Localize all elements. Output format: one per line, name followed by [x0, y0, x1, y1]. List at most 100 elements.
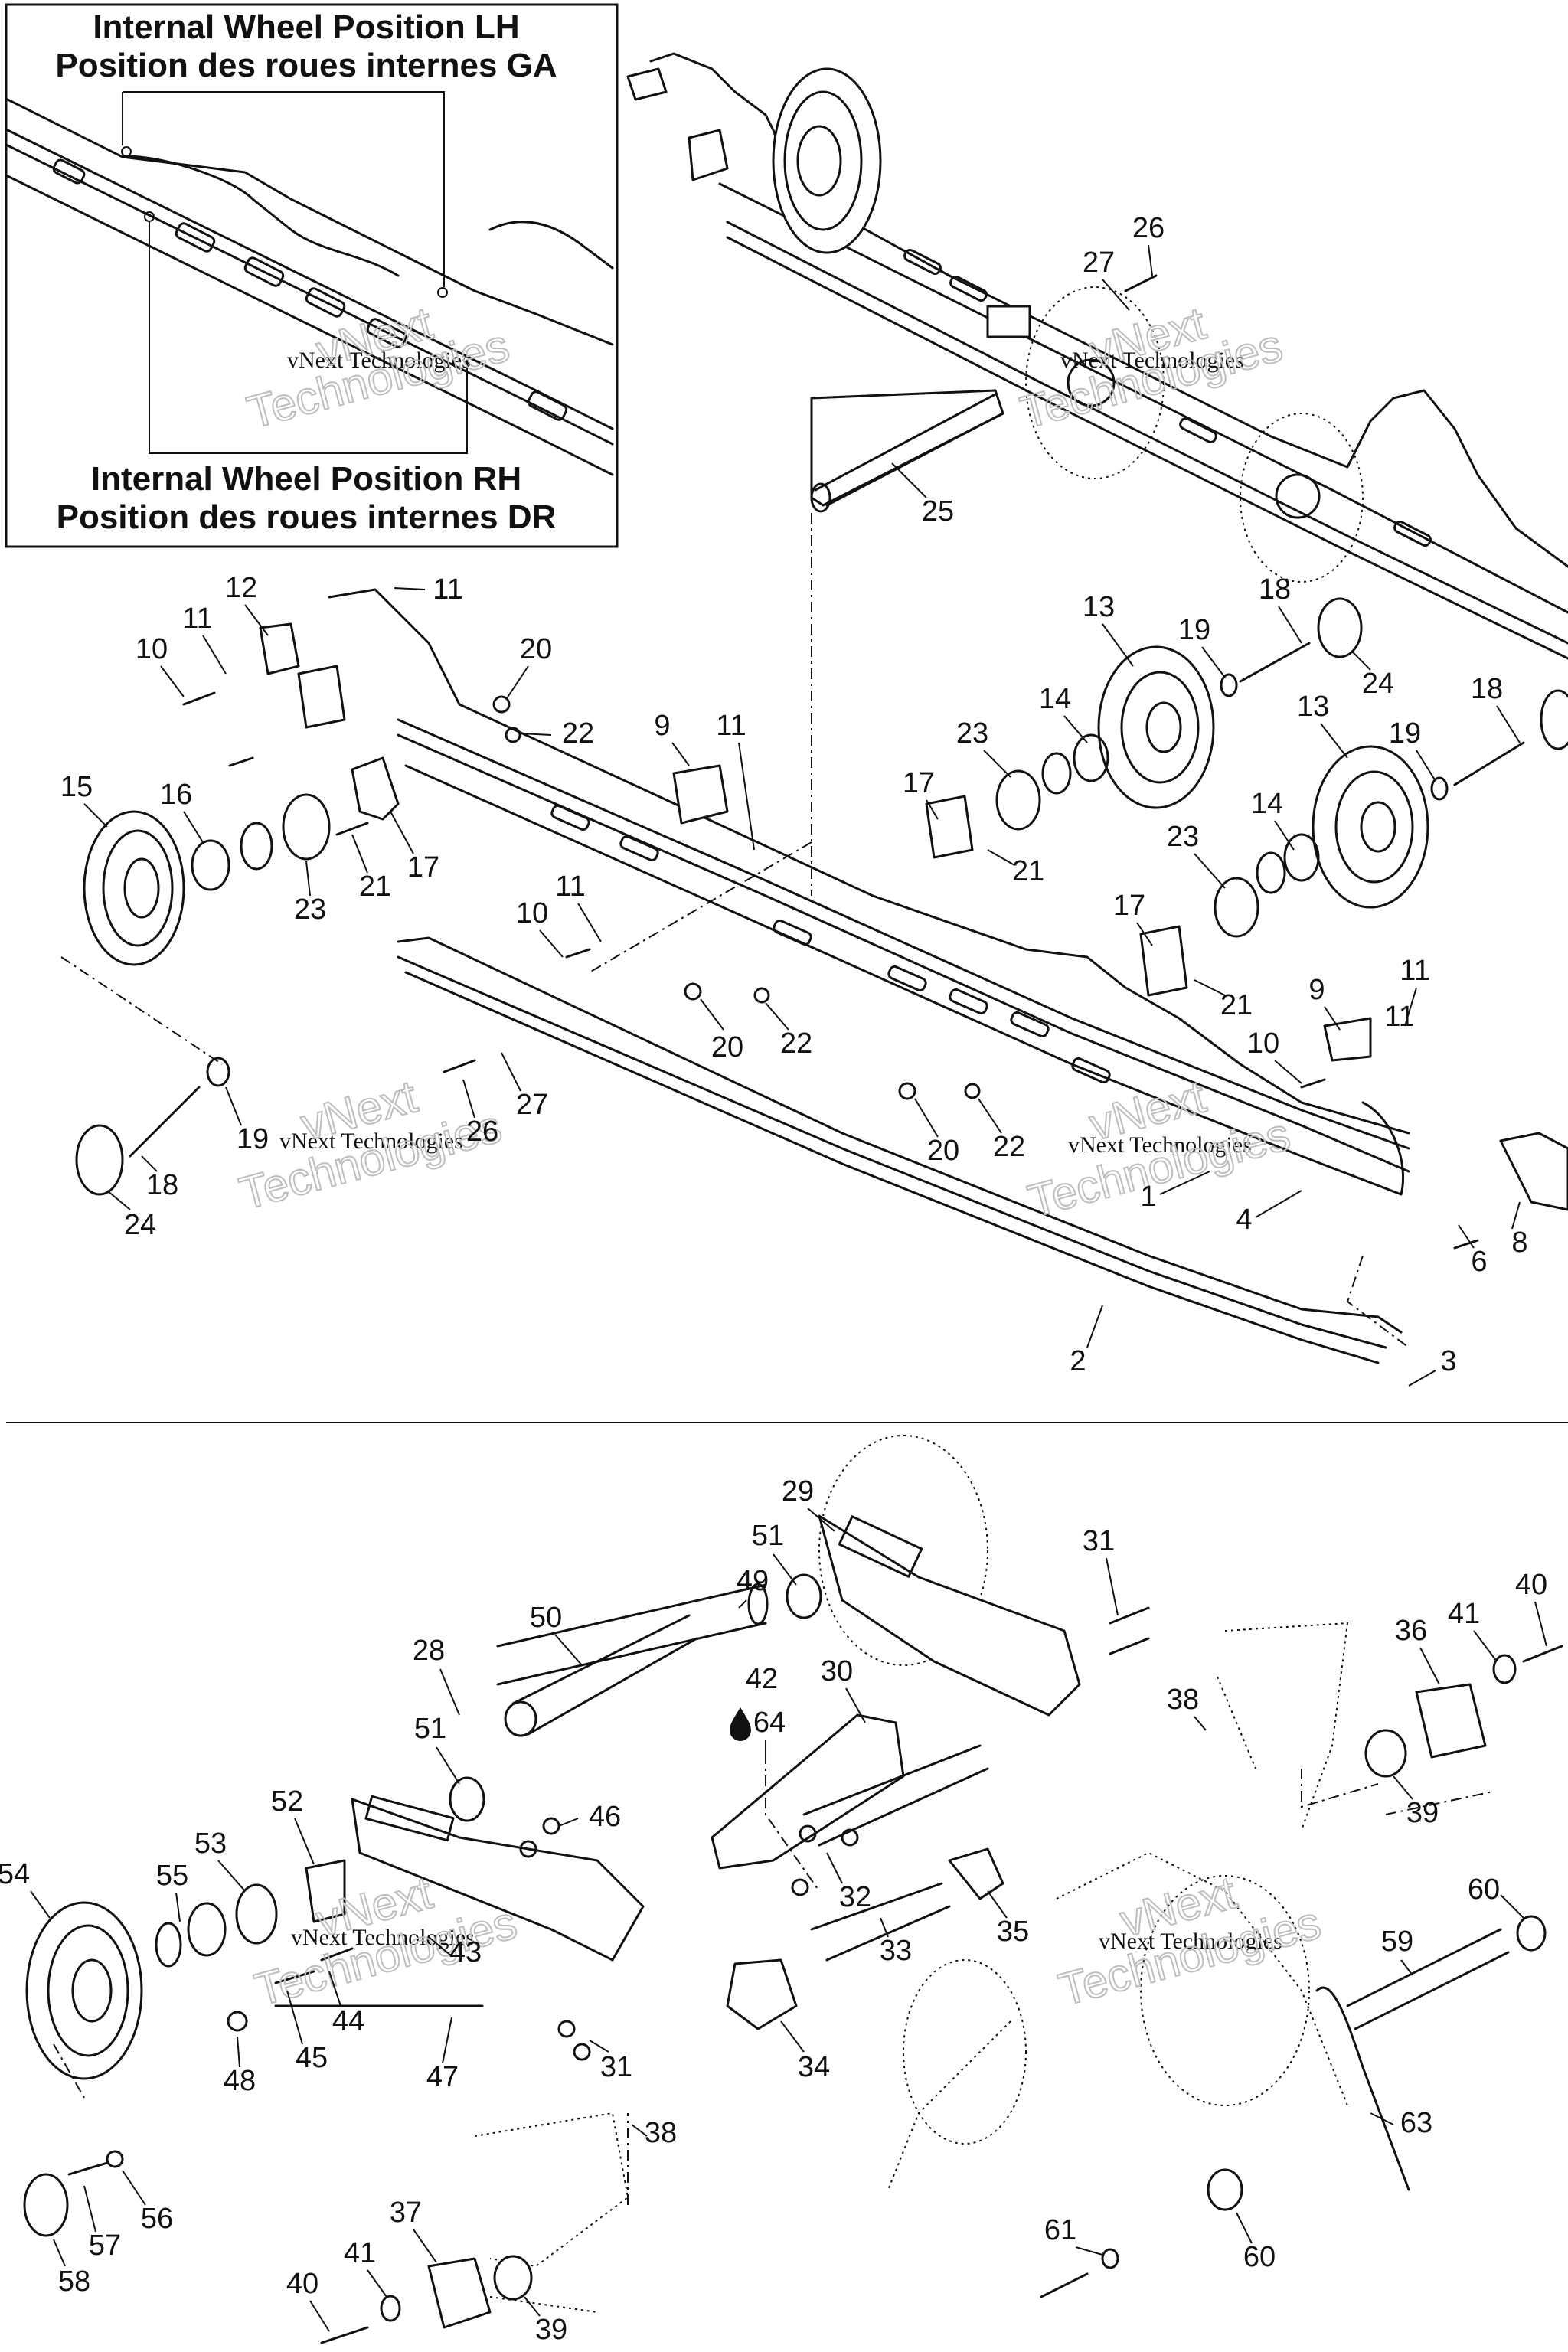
- callout-17: 17: [407, 851, 439, 884]
- spring-63: [1315, 1986, 1410, 2191]
- right-rail-assembly: [626, 52, 1568, 660]
- callout-31: 31: [600, 2051, 632, 2083]
- bolt-40a: [1522, 1645, 1563, 1663]
- bushing-60b: [1207, 2168, 1243, 2211]
- callout-29: 29: [782, 1475, 814, 1508]
- spacer-53: [235, 1883, 278, 1945]
- callout-10: 10: [516, 897, 548, 929]
- callout-14: 14: [1039, 683, 1071, 715]
- callout-21: 21: [1012, 855, 1044, 887]
- wheel-edge-right: [1540, 689, 1568, 750]
- nut-31b: [557, 2020, 576, 2038]
- washer-51a: [786, 1573, 822, 1619]
- callout-51: 51: [414, 1713, 446, 1745]
- callout-19: 19: [1389, 717, 1421, 750]
- inset-internal-wheel-position: Internal Wheel Position LH Position des …: [5, 3, 619, 548]
- sleeve-39b: [493, 2255, 533, 2301]
- callout-14: 14: [1251, 788, 1283, 820]
- tube-33-upper: [802, 1744, 989, 1847]
- callout-52: 52: [271, 1785, 303, 1818]
- callout-28: 28: [413, 1635, 445, 1667]
- nut-22b: [753, 987, 770, 1004]
- nut-20b: [684, 982, 702, 1001]
- wheel-13-b: [1312, 745, 1429, 909]
- callout-44: 44: [332, 2005, 364, 2037]
- callout-39: 39: [535, 2314, 567, 2346]
- callout-38: 38: [645, 2117, 677, 2149]
- callout-15: 15: [60, 771, 93, 803]
- callout-23: 23: [294, 893, 326, 926]
- callout-53: 53: [194, 1828, 227, 1860]
- washer-61: [1101, 2248, 1119, 2269]
- small-bolts: [182, 691, 1479, 1250]
- callout-13: 13: [1297, 691, 1329, 723]
- circlip-55: [155, 1922, 182, 1968]
- callout-30: 30: [821, 1655, 853, 1687]
- stopper-12: [259, 622, 300, 675]
- stopper-8: [1499, 1132, 1568, 1211]
- nut-32b: [841, 1828, 859, 1847]
- callout-61: 61: [1044, 2214, 1076, 2246]
- callout-31: 31: [1083, 1525, 1115, 1557]
- callout-54: 54: [0, 1858, 30, 1890]
- stopper-block: [297, 665, 346, 729]
- callout-19: 19: [237, 1123, 269, 1155]
- slider-shoe: [397, 936, 1403, 1364]
- inset-title-rh-fr: Position des roues internes DR: [57, 498, 557, 536]
- nut-31c: [573, 2043, 591, 2061]
- callout-43: 43: [449, 1936, 482, 1968]
- bushing-60a: [1516, 1915, 1547, 1952]
- callout-40: 40: [286, 2268, 318, 2300]
- wheel-13-a: [1097, 645, 1215, 809]
- callout-3: 3: [1440, 1345, 1456, 1377]
- callout-24: 24: [124, 1209, 156, 1241]
- stopper-9: [672, 764, 729, 825]
- nut-32c: [791, 1878, 809, 1896]
- callout-58: 58: [58, 2265, 90, 2298]
- callout-17: 17: [903, 767, 935, 799]
- callout-46: 46: [589, 1801, 621, 1833]
- callout-41: 41: [1448, 1598, 1480, 1630]
- tube-50: [511, 1614, 698, 1736]
- watermark-text: vNext Technologies: [291, 1925, 475, 1950]
- nut-46a: [542, 1817, 560, 1835]
- callout-9: 9: [1308, 974, 1325, 1006]
- spacer-23b: [1214, 877, 1259, 938]
- washer-41b: [380, 2295, 401, 2322]
- callout-33: 33: [880, 1935, 912, 1967]
- plate-35: [948, 1847, 1004, 1900]
- bearing-16: [191, 839, 230, 891]
- washer-41a: [1492, 1654, 1517, 1684]
- callout-8: 8: [1511, 1227, 1527, 1259]
- callout-60: 60: [1468, 1873, 1500, 1906]
- oil-drop-icon: [730, 1707, 751, 1741]
- callout-23: 23: [1167, 821, 1199, 853]
- bolts-26: [443, 274, 1158, 1073]
- callout-4: 4: [1236, 1204, 1252, 1236]
- callout-51: 51: [752, 1520, 784, 1552]
- callouts-top: 26 27 25 11 12 11 10 20 22 9 11 13 19 18…: [60, 212, 1528, 1387]
- callout-9: 9: [654, 710, 670, 742]
- callout-18: 18: [1471, 673, 1503, 705]
- callout-40: 40: [1515, 1569, 1547, 1601]
- wheel-outline-rear: [903, 1959, 1027, 2145]
- assembly-lines-bottom: [53, 1753, 1494, 2205]
- callout-24: 24: [1362, 668, 1394, 700]
- callout-27: 27: [1083, 247, 1115, 279]
- tube-33: [810, 1882, 951, 1962]
- callout-1: 1: [1140, 1181, 1156, 1213]
- callout-10: 10: [136, 633, 168, 665]
- callout-6: 6: [1471, 1246, 1487, 1278]
- bolt-40b: [320, 2326, 369, 2344]
- callout-41: 41: [344, 2237, 376, 2269]
- frame-outline-upper: [1217, 1622, 1349, 1831]
- callout-21: 21: [359, 871, 391, 903]
- callout-49: 49: [737, 1565, 769, 1597]
- callout-60: 60: [1243, 2241, 1276, 2273]
- callout-36: 36: [1395, 1615, 1427, 1647]
- axle-support-17b: [925, 795, 974, 859]
- callout-32: 32: [839, 1881, 871, 1913]
- watermark-text: vNext Technologies: [287, 348, 471, 373]
- callout-47: 47: [426, 2061, 459, 2093]
